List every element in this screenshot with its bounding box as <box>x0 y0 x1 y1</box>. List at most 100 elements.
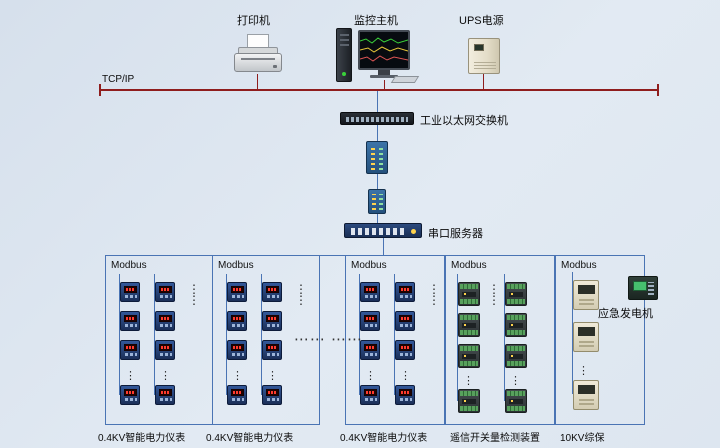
meter-display <box>159 315 172 322</box>
section-1-label: 0.4KV智能电力仪表 <box>98 433 186 444</box>
meter-buttons <box>400 324 412 327</box>
modbus-branch-line <box>154 274 155 395</box>
modbus-branch-line <box>119 274 120 395</box>
led-indicators <box>371 146 375 170</box>
more-devices-ellipsis: ⋮ <box>267 370 278 382</box>
more-devices-ellipsis: ⋮ <box>232 370 243 382</box>
meter-display <box>124 286 137 293</box>
meter-buttons <box>365 295 377 298</box>
io-terminal-strip <box>460 299 478 304</box>
more-columns-ellipsis: ⋮ ⋮ <box>188 282 200 307</box>
io-status-window <box>462 399 476 404</box>
power-meter-device <box>360 282 380 302</box>
meter-buttons <box>160 324 172 327</box>
power-meter-device <box>120 282 140 302</box>
serial-server-icon <box>344 223 422 238</box>
io-terminal-strip <box>507 346 525 351</box>
modbus-label: Modbus <box>451 260 487 271</box>
meter-buttons <box>232 295 244 298</box>
modbus-branch-line <box>359 274 360 395</box>
meter-display <box>364 315 377 322</box>
meter-buttons <box>400 353 412 356</box>
modbus-section-2: Modbus ⋮⋮⋮ ⋮ <box>212 255 320 425</box>
tcpip-bus-right-cap <box>657 84 659 96</box>
ethernet-switch-icon <box>340 112 414 125</box>
meter-buttons <box>267 324 279 327</box>
tcpip-bus-line <box>100 89 658 91</box>
power-meter-device <box>395 385 415 405</box>
device-column: ⋮ <box>154 274 182 414</box>
power-meter-device <box>395 311 415 331</box>
io-terminal-strip <box>507 391 525 396</box>
io-status-window <box>509 292 523 297</box>
monitor-icon <box>358 30 410 70</box>
io-detection-device <box>505 282 527 306</box>
printer-to-bus-line <box>257 74 258 90</box>
meter-display <box>364 286 377 293</box>
switch-to-converter-line <box>377 125 378 141</box>
io-terminal-strip <box>507 361 525 366</box>
monitor-host-label: 监控主机 <box>354 15 398 27</box>
meter-display <box>399 315 412 322</box>
device-column: ⋮ <box>572 272 600 422</box>
meter-display <box>399 389 412 396</box>
section-5-label: 10KV综保 <box>560 433 605 444</box>
io-detection-device <box>458 344 480 368</box>
monitor-base <box>370 75 398 78</box>
led-indicators <box>379 194 383 210</box>
device-column: ⋮ <box>119 274 147 414</box>
more-devices-ellipsis: ⋮ <box>400 370 411 382</box>
meter-buttons <box>267 295 279 298</box>
power-meter-device <box>155 340 175 360</box>
meter-display <box>266 389 279 396</box>
meter-buttons <box>400 295 412 298</box>
meter-display <box>159 286 172 293</box>
meter-buttons <box>267 398 279 401</box>
io-terminal-strip <box>460 346 478 351</box>
device-column: ⋮ <box>261 274 289 414</box>
emergency-generator-icon <box>628 276 658 300</box>
serial-server-label: 串口服务器 <box>428 228 483 240</box>
meter-buttons <box>232 324 244 327</box>
io-status-window <box>509 323 523 328</box>
led-indicators <box>379 146 383 170</box>
emergency-generator-label: 应急发电机 <box>598 308 653 320</box>
modbus-label: Modbus <box>111 260 147 271</box>
generator-screen <box>633 281 647 291</box>
meter-buttons <box>365 324 377 327</box>
protection-relay-device <box>573 322 599 352</box>
relay-buttons <box>579 298 594 305</box>
meter-display <box>231 389 244 396</box>
io-detection-device <box>458 313 480 337</box>
serial-server-led <box>411 229 416 234</box>
meter-buttons <box>160 295 172 298</box>
io-detection-device <box>505 313 527 337</box>
switch-ports <box>346 117 408 122</box>
power-meter-device <box>360 311 380 331</box>
io-terminal-strip <box>460 330 478 335</box>
more-sections-ellipsis: ⋯⋯ ⋯⋯ <box>294 331 364 348</box>
io-terminal-strip <box>507 315 525 320</box>
modbus-bus-gap-line <box>320 255 345 256</box>
modbus-section-5: Modbus ⋮ <box>555 255 645 425</box>
modbus-label: Modbus <box>561 260 597 271</box>
meter-buttons <box>125 353 137 356</box>
tcpip-label: TCP/IP <box>102 74 135 85</box>
power-meter-device <box>395 340 415 360</box>
modbus-section-1: Modbus ⋮⋮ ⋮ ⋮ <box>105 255 213 425</box>
relay-display <box>578 285 595 294</box>
modbus-branch-line <box>572 272 573 394</box>
generator-buttons <box>648 282 654 295</box>
relay-display <box>578 327 595 336</box>
power-meter-device <box>227 282 247 302</box>
power-meter-device <box>360 385 380 405</box>
more-devices-ellipsis: ⋮ <box>510 375 521 387</box>
io-terminal-strip <box>507 406 525 411</box>
power-meter-device <box>227 311 247 331</box>
modbus-branch-line <box>504 274 505 401</box>
more-devices-ellipsis: ⋮ <box>578 365 589 377</box>
meter-buttons <box>160 353 172 356</box>
meter-buttons <box>365 398 377 401</box>
power-meter-device <box>262 311 282 331</box>
monitor-screen-waveform <box>359 32 409 68</box>
